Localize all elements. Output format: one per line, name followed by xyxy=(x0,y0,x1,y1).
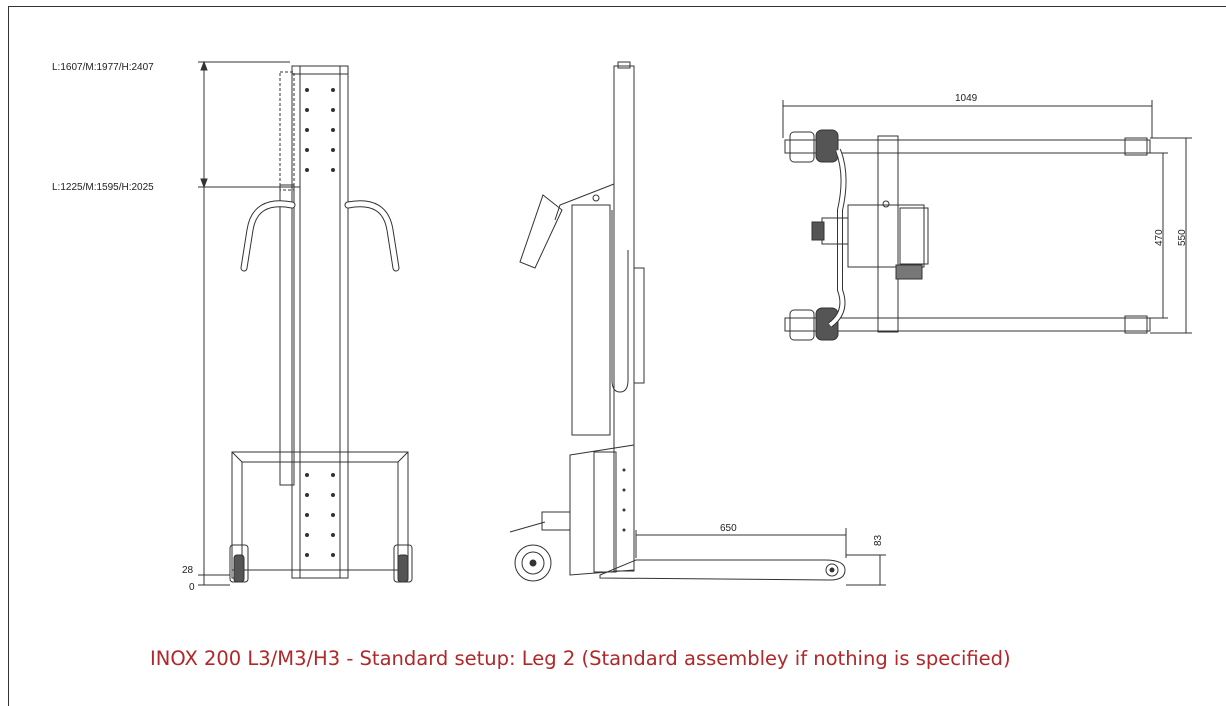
top-caster xyxy=(789,131,815,163)
bottom-caster xyxy=(789,309,815,341)
leg-roller xyxy=(825,563,839,577)
top-handle-fill xyxy=(828,149,846,327)
left-caster-wheel xyxy=(233,554,245,583)
side-leg xyxy=(599,559,846,581)
top-rail-roller xyxy=(1124,137,1148,156)
leg-length-label: 650 xyxy=(720,523,737,534)
bottom-rail-roller xyxy=(1124,315,1148,334)
top-control-knob xyxy=(811,221,825,241)
right-handle-fill xyxy=(345,201,399,271)
ground-label: 0 xyxy=(189,582,195,593)
handle-height-label: L:1225/M:1595/H:2025 xyxy=(52,182,154,193)
top-body xyxy=(847,204,925,268)
side-plate xyxy=(633,267,645,384)
base-frame xyxy=(231,451,409,579)
mast-bolts xyxy=(305,88,335,557)
front-view xyxy=(198,60,413,586)
base-corner-left xyxy=(231,451,243,463)
overall-length-label: 1049 xyxy=(955,93,978,104)
arrow-top xyxy=(200,60,208,71)
chassis xyxy=(569,444,635,576)
rear-wheel xyxy=(514,544,552,582)
side-handle-loop xyxy=(611,210,629,393)
top-height-label: L:1607/M:1977/H:2407 xyxy=(52,62,154,73)
leg-height-label: 28 xyxy=(182,565,194,576)
rear-wheel-hub xyxy=(521,551,545,575)
control-panel xyxy=(519,194,563,269)
frame-border-top xyxy=(8,6,1226,7)
leg-roller-axle xyxy=(829,567,835,573)
arrow-handle xyxy=(200,178,208,189)
mast-inner xyxy=(299,65,341,579)
arm-pivot xyxy=(592,194,600,202)
right-caster-wheel xyxy=(397,554,409,583)
side-mast xyxy=(613,65,635,572)
left-handle-fill xyxy=(241,201,295,271)
caster-lever xyxy=(509,521,546,533)
top-view xyxy=(782,100,1192,341)
battery-box xyxy=(571,204,611,436)
caster-bracket xyxy=(541,511,571,531)
top-motor xyxy=(895,264,923,280)
leg-clearance-label: 83 xyxy=(873,534,884,546)
inner-width-label: 470 xyxy=(1154,229,1165,246)
top-caster-wheel xyxy=(815,129,839,163)
top-mast xyxy=(877,135,899,333)
drawing-caption: INOX 200 L3/M3/H3 - Standard setup: Leg … xyxy=(150,647,1011,670)
chassis-bolts xyxy=(622,468,626,532)
top-pivot xyxy=(882,200,890,208)
base-corner-right xyxy=(397,451,409,463)
rear-wheel-axle xyxy=(529,559,537,567)
top-control xyxy=(821,217,849,245)
top-rail xyxy=(784,139,1151,154)
top-body-side xyxy=(899,207,929,265)
bottom-caster-wheel xyxy=(815,307,839,341)
bottom-rail xyxy=(784,317,1151,332)
chassis-panel xyxy=(593,451,617,573)
frame-border-left xyxy=(8,6,9,706)
side-mast-cap xyxy=(617,61,631,69)
carriage-top-dashed xyxy=(279,71,295,191)
outer-width-label: 550 xyxy=(1177,229,1188,246)
carriage-rail xyxy=(279,184,295,486)
side-view xyxy=(509,61,886,586)
control-arm xyxy=(554,183,615,221)
